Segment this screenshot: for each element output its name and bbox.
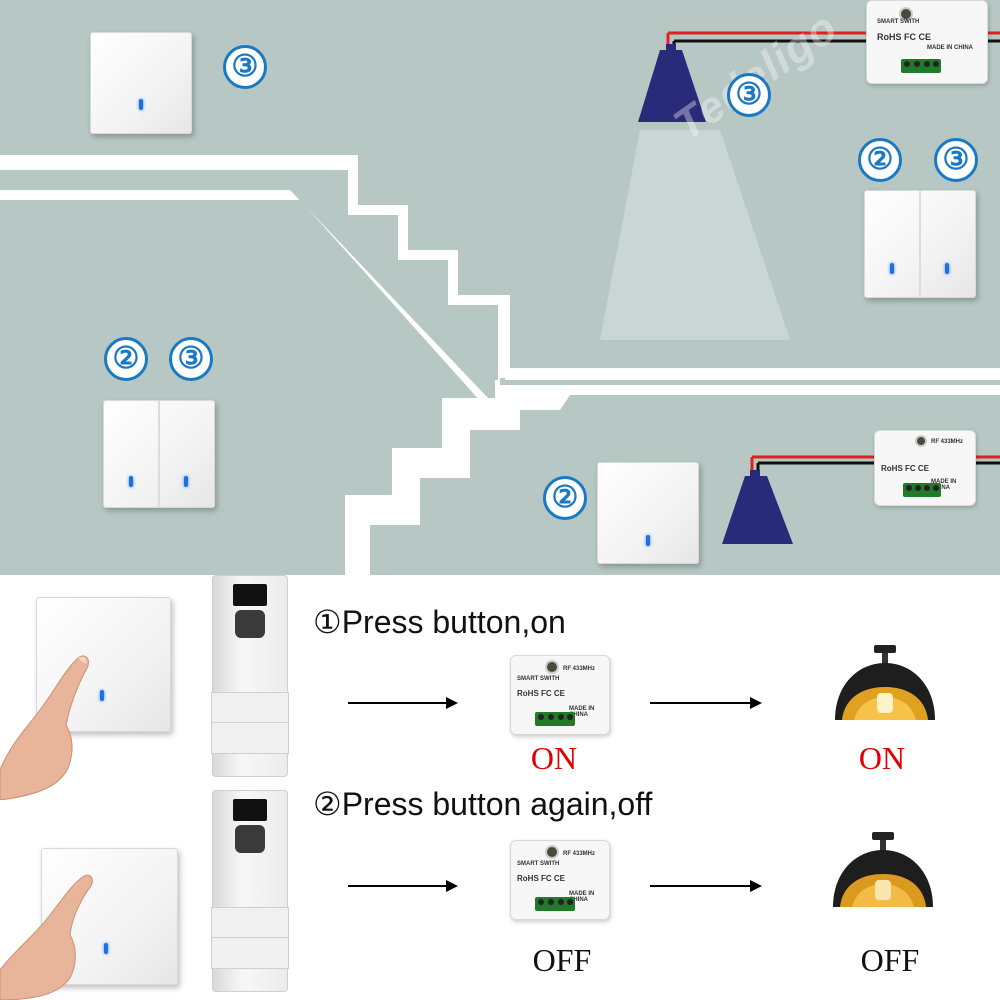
badge-3: ③ <box>727 73 771 117</box>
remote-button[interactable] <box>235 610 265 638</box>
badge-3: ③ <box>934 138 978 182</box>
terminal-block <box>901 59 941 73</box>
lamp-off-icon <box>833 832 933 907</box>
led-indicator <box>945 263 949 274</box>
arrow-right <box>348 697 458 709</box>
wall-switch-double[interactable] <box>864 190 976 298</box>
wall-switch-single[interactable] <box>90 32 192 134</box>
terminal-block <box>535 897 575 911</box>
finger-hand <box>0 874 93 1000</box>
relay-module: RF 433MHz SMART SWITH RoHS FC CE MADE IN… <box>510 840 610 920</box>
terminal-block <box>535 712 575 726</box>
relay-module: RF 433MHz RoHS FC CE MADE IN CHINA <box>874 430 976 506</box>
remote-indicator <box>233 799 267 821</box>
wall-switch-single[interactable] <box>597 462 699 564</box>
led-indicator <box>184 476 188 487</box>
led-indicator <box>139 99 143 110</box>
relay-module: SMART SWITH RoHS FC CE MADE IN CHINA <box>866 0 988 84</box>
relay-state-on: ON <box>530 740 578 776</box>
relay-module: RF 433MHz SMART SWITH RoHS FC CE MADE IN… <box>510 655 610 735</box>
lamp-on-icon <box>835 645 935 720</box>
badge-3: ③ <box>223 45 267 89</box>
arrow-right <box>348 880 458 892</box>
led-indicator <box>104 943 108 954</box>
lamp-state-on: ON <box>858 740 906 776</box>
led-indicator <box>100 690 104 701</box>
arrow-right <box>650 880 762 892</box>
house-scene: Tedeligo ③ ③ ② ③ ② ③ ② SMART SWITH R <box>0 0 1000 575</box>
wall-switch-double[interactable] <box>103 400 215 508</box>
remote-button[interactable] <box>235 825 265 853</box>
staircase-walls <box>0 31 1000 575</box>
rf-remote[interactable] <box>211 575 289 777</box>
arrow-right <box>650 697 762 709</box>
led-indicator <box>129 476 133 487</box>
remote-indicator <box>233 584 267 606</box>
led-indicator <box>890 263 894 274</box>
badge-2: ② <box>543 476 587 520</box>
badge-3: ③ <box>169 337 213 381</box>
step-2-title: ②Press button again,off <box>313 786 653 822</box>
step-1-title: ①Press button,on <box>313 604 566 640</box>
led-indicator <box>646 535 650 546</box>
finger-hand <box>0 655 89 800</box>
rf-remote[interactable] <box>211 790 289 992</box>
relay-state-off: OFF <box>532 942 592 978</box>
badge-2: ② <box>858 138 902 182</box>
lamp-state-off: OFF <box>860 942 920 978</box>
terminal-block <box>903 483 941 497</box>
badge-2: ② <box>104 337 148 381</box>
